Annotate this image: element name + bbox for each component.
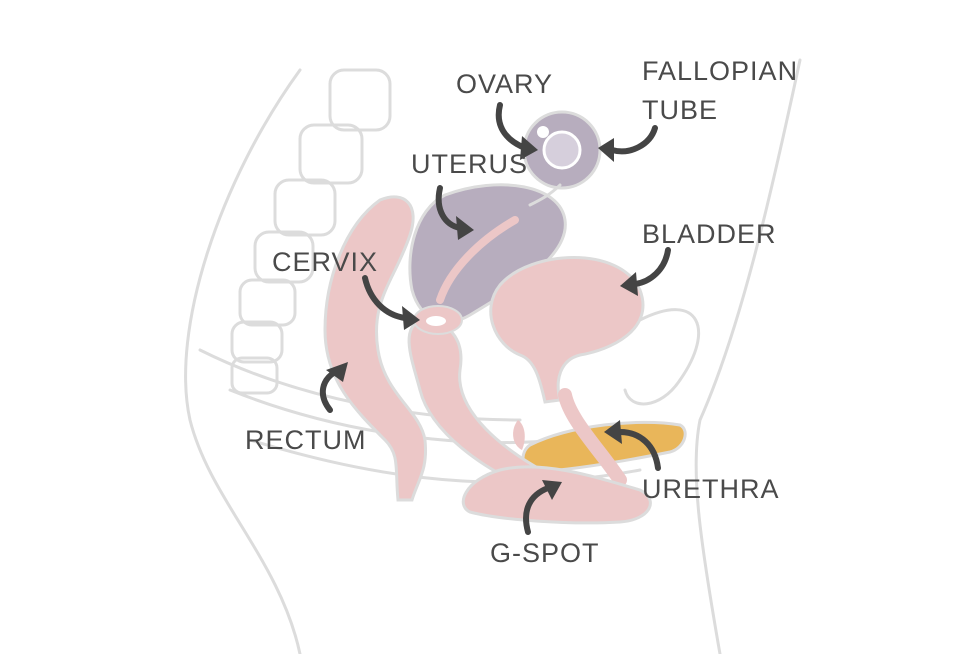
label-cervix: CERVIX [272, 247, 378, 277]
arrows [319, 102, 671, 535]
spine-vertebrae [230, 68, 392, 395]
label-rectum: RECTUM [245, 425, 367, 455]
ovary [522, 110, 602, 207]
label-fallopian-line2: TUBE [642, 95, 718, 125]
gspot-arrow [523, 480, 562, 535]
rectum-arrow [319, 362, 348, 413]
cervix-arrow [362, 275, 420, 330]
vulva [461, 420, 652, 525]
label-urethra: URETHRA [642, 474, 780, 504]
label-gspot: G-SPOT [490, 538, 600, 568]
bladder [489, 256, 645, 487]
label-ovary: OVARY [456, 69, 553, 99]
ovary-arrow [495, 102, 538, 160]
bladder-arrow [620, 247, 671, 296]
label-uterus: UTERUS [411, 149, 528, 179]
pubic-outline [623, 308, 701, 406]
label-fallopian-line1: FALLOPIAN [642, 56, 798, 86]
uterus-arrow [435, 185, 474, 240]
labels: OVARY FALLOPIAN TUBE UTERUS BLADDER CERV… [245, 56, 798, 568]
fallopian-arrow [598, 125, 658, 162]
urethra-arrow [604, 420, 661, 471]
label-bladder: BLADDER [642, 219, 777, 249]
rectum [323, 195, 428, 502]
